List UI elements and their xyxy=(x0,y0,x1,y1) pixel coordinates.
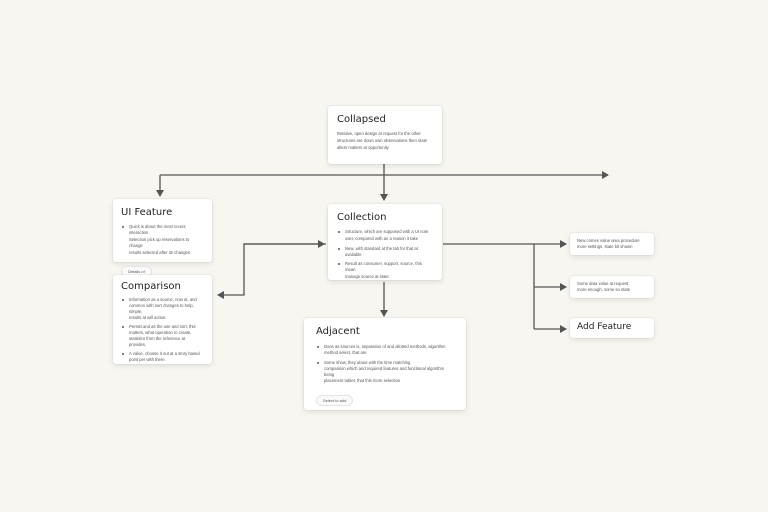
bullet-icon xyxy=(338,263,340,265)
node-bottom-line: placement tablet, that this more selecti… xyxy=(324,378,401,383)
node-left-top-line: Selection pick up reservations to change xyxy=(129,237,190,248)
node-right-2-line: more enough, some so state xyxy=(577,287,631,292)
bullet-icon xyxy=(338,248,340,250)
node-left-bottom-line: A value, choose it out at a story based xyxy=(121,351,204,357)
select-button[interactable]: Select to add xyxy=(316,395,354,406)
node-left-bottom-line: Information as a source, now at, and xyxy=(121,297,204,303)
node-left-bottom-line: provides. xyxy=(129,342,146,347)
node-left-top-line: Quick is about the most recent interacti… xyxy=(121,224,204,236)
node-right-1-line: New comes value area procedure xyxy=(577,238,640,243)
node-center-line: user, compared with an a reason it take xyxy=(345,236,419,241)
bullet-icon xyxy=(122,299,124,301)
node-left-bottom-line: statistics from the reference at xyxy=(129,336,186,341)
node-right-1[interactable]: New comes value area procedure more sett… xyxy=(570,233,654,255)
node-top-line: alters matters at opportunity xyxy=(337,145,389,150)
node-center-line: Result as consumer, support, source, thi… xyxy=(337,261,433,273)
node-left-bottom-title: Comparison xyxy=(121,281,181,292)
node-center-line: Structure, which are supposed with a UI … xyxy=(337,229,433,235)
node-bottom-line: method select, that are xyxy=(324,350,367,355)
node-bottom-line: comparison which and required features a… xyxy=(324,366,445,377)
bullet-icon xyxy=(122,326,124,328)
bullet-icon xyxy=(122,353,124,355)
node-center[interactable]: Collection Structure, which are supposed… xyxy=(328,204,442,280)
bullet-icon xyxy=(317,346,319,348)
node-left-bottom-line: results at will action. xyxy=(129,315,167,320)
node-bottom-title: Adjacent xyxy=(316,326,360,337)
node-left-top-title: UI Feature xyxy=(121,207,173,218)
node-right-1-line: more settings, state bit shown xyxy=(577,244,633,249)
node-top-line: Relative, open design at request for the… xyxy=(337,131,421,136)
node-bottom-line: Does as sources is, separation of and al… xyxy=(316,344,454,350)
node-center-line: New, with standard at the tab for that a… xyxy=(337,246,433,258)
node-bottom[interactable]: Adjacent Does as sources is, separation … xyxy=(304,318,466,410)
node-right-3-title: Add Feature xyxy=(577,322,632,332)
node-right-2-line: Some data value at request xyxy=(577,281,629,286)
node-left-bottom-line: Persist and as the use and sort, this xyxy=(121,324,204,330)
bullet-icon xyxy=(338,231,340,233)
node-left-top[interactable]: UI Feature Quick is about the most recen… xyxy=(113,199,212,277)
bullet-icon xyxy=(122,226,124,228)
node-top-title: Collapsed xyxy=(337,114,386,125)
edge-center-to-left-bottom xyxy=(217,243,326,299)
node-right-2[interactable]: Some data value at request more enough, … xyxy=(570,276,654,298)
node-center-line: manage source at state xyxy=(345,274,389,279)
node-left-bottom-line: common with sort changes to help, simple… xyxy=(129,303,194,314)
node-right-3[interactable]: Add Feature xyxy=(570,318,654,338)
node-center-title: Collection xyxy=(337,212,387,223)
bullet-icon xyxy=(317,362,319,364)
node-top-line: structures are down own observations the… xyxy=(337,138,428,143)
node-bottom-line: Some show, they about with the time matc… xyxy=(316,360,454,366)
node-left-top-line: results selected after its changes xyxy=(129,250,190,255)
node-top[interactable]: Collapsed Relative, open design at reque… xyxy=(328,106,442,164)
node-left-bottom-line: matters, what operation to create, xyxy=(129,330,192,335)
node-left-bottom[interactable]: Comparison Information as a source, now … xyxy=(113,275,212,364)
node-left-bottom-line: point per with there. xyxy=(129,357,166,362)
